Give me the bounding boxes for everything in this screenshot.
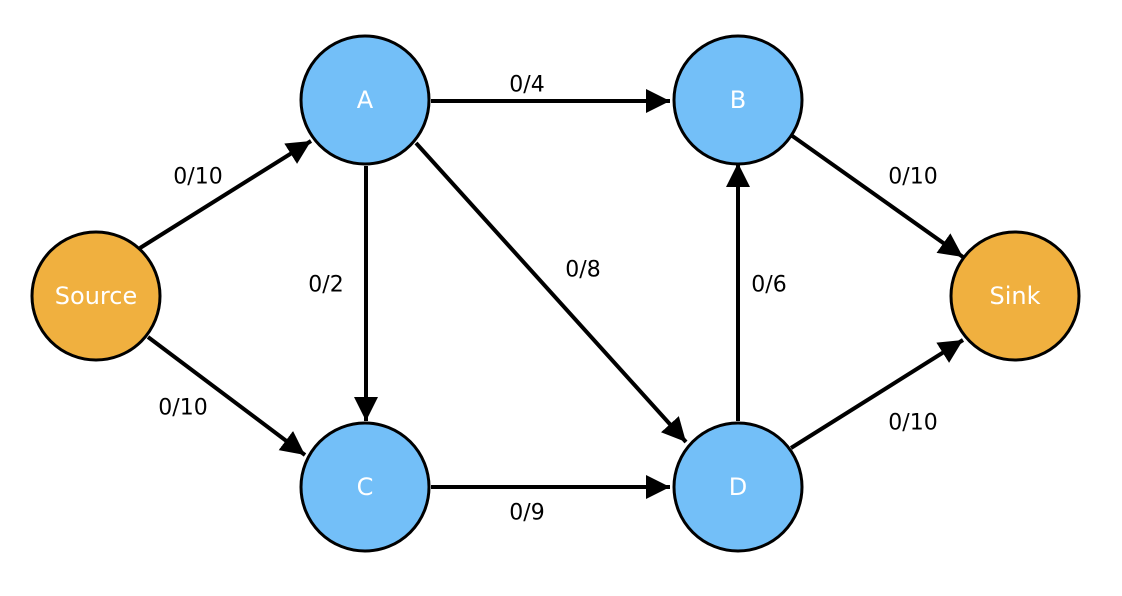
edge-d-b-capacity-label: 0/6 <box>751 273 786 298</box>
edge-a-d-arrow <box>414 141 688 444</box>
edge-c-d-capacity-label: 0/9 <box>509 501 544 526</box>
edge-b-sink-arrow <box>789 133 965 259</box>
node-b: B <box>672 34 804 166</box>
node-a: A <box>299 34 431 166</box>
node-sink: Sink <box>949 230 1081 362</box>
node-d-circle <box>672 421 804 553</box>
node-source-circle <box>30 230 162 362</box>
edge-a-d-capacity-label: 0/8 <box>565 258 600 283</box>
edge-d-sink-arrow <box>789 338 965 450</box>
node-b-circle <box>672 34 804 166</box>
node-c-label: C <box>357 473 374 501</box>
node-source: Source <box>30 230 162 362</box>
edge-source-c-capacity-label: 0/10 <box>158 396 207 421</box>
edge-source-c-arrow <box>146 335 307 457</box>
edge-b-sink-capacity-label: 0/10 <box>888 165 937 190</box>
edge-d-sink-capacity-label: 0/10 <box>888 411 937 436</box>
node-source-label: Source <box>55 282 137 310</box>
node-a-circle <box>299 34 431 166</box>
edges <box>138 89 965 499</box>
node-d-label: D <box>729 473 747 501</box>
edge-labels: 0/10 0/10 0/4 0/2 0/8 0/9 0/6 0/10 0/10 <box>158 73 937 526</box>
nodes: Source A B C D Sink <box>30 34 1081 553</box>
node-sink-label: Sink <box>989 282 1040 310</box>
node-c-circle <box>299 421 431 553</box>
edge-a-c-capacity-label: 0/2 <box>308 273 343 298</box>
node-b-label: B <box>730 86 746 114</box>
edge-source-a-capacity-label: 0/10 <box>173 165 222 190</box>
edge-source-a-arrow <box>138 139 313 250</box>
node-a-label: A <box>357 86 374 114</box>
node-sink-circle <box>949 230 1081 362</box>
node-c: C <box>299 421 431 553</box>
edge-a-b-capacity-label: 0/4 <box>509 73 544 98</box>
node-d: D <box>672 421 804 553</box>
